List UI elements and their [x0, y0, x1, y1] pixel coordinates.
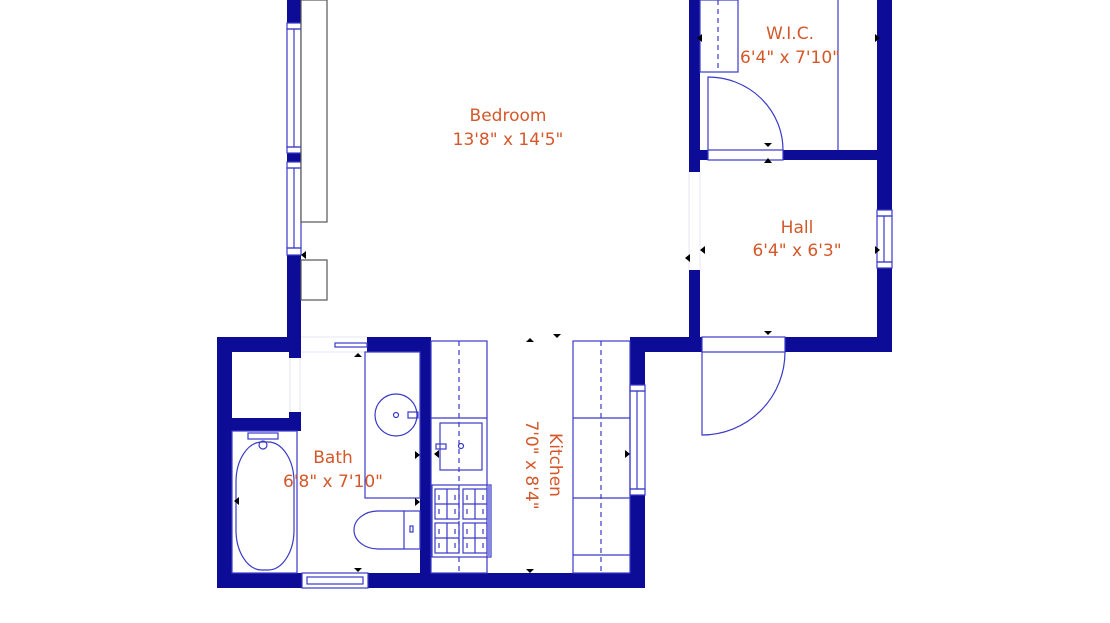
room-label-hall: Hall 6'4" x 6'3": [752, 218, 841, 261]
room-name: Bedroom: [470, 106, 547, 126]
walls: [217, 0, 892, 588]
room-dimensions: 7'0" x 8'4": [521, 420, 541, 509]
bathtub: [235, 441, 295, 571]
doors: [289, 76, 786, 436]
windows: [286, 22, 893, 589]
room-name: Kitchen: [545, 433, 565, 497]
room-dimensions: 13'8" x 14'5": [453, 130, 564, 150]
room-dimensions: 6'4" x 7'10": [740, 48, 840, 68]
bedroom-nightstand: [300, 259, 328, 301]
room-name: W.I.C.: [766, 24, 814, 44]
room-name: Hall: [781, 218, 814, 238]
stove: [431, 484, 492, 558]
bath-sink: [374, 393, 418, 437]
dimension-markers: [234, 34, 880, 573]
room-dimensions: 6'4" x 6'3": [752, 241, 841, 261]
fixtures: [231, 0, 839, 574]
room-label-wic: W.I.C. 6'4" x 7'10": [740, 24, 840, 68]
toilet: [353, 510, 404, 550]
bedroom-wardrobe: [300, 0, 328, 223]
room-label-bath: Bath 6'8" x 7'10": [283, 448, 383, 492]
room-name: Bath: [313, 448, 353, 468]
kitchen-sink: [439, 422, 483, 471]
room-label-bedroom: Bedroom 13'8" x 14'5": [453, 106, 564, 150]
room-label-kitchen: Kitchen 7'0" x 8'4": [521, 420, 565, 509]
room-dimensions: 6'8" x 7'10": [283, 472, 383, 492]
